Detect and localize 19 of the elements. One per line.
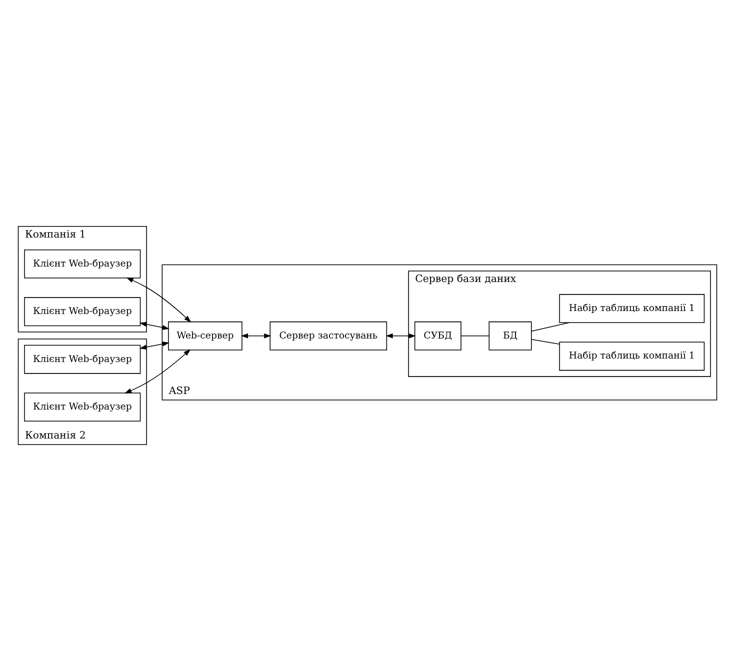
arrow [240,332,272,338]
node-box: БД [488,320,532,350]
node-box: Клієнт Web-браузер [24,344,141,374]
arrow [139,341,170,350]
node-box: Клієнт Web-браузер [24,248,141,278]
arrow [126,277,192,322]
arrow [139,321,170,330]
node-box: Клієнт Web-браузер [24,296,141,326]
node-box: Сервер застосувань [270,320,388,350]
node-box: СУБД [414,320,462,350]
node-box: Набір таблиць компанії 1 [559,294,705,322]
connector [460,335,490,336]
arrow [386,332,416,338]
connector [531,322,570,332]
arrow [124,348,191,393]
node-box: Клієнт Web-браузер [24,392,141,422]
node-box: Web-сервер [168,320,242,350]
node-box: Набір таблиць компанії 1 [559,341,705,370]
connector [531,338,560,344]
